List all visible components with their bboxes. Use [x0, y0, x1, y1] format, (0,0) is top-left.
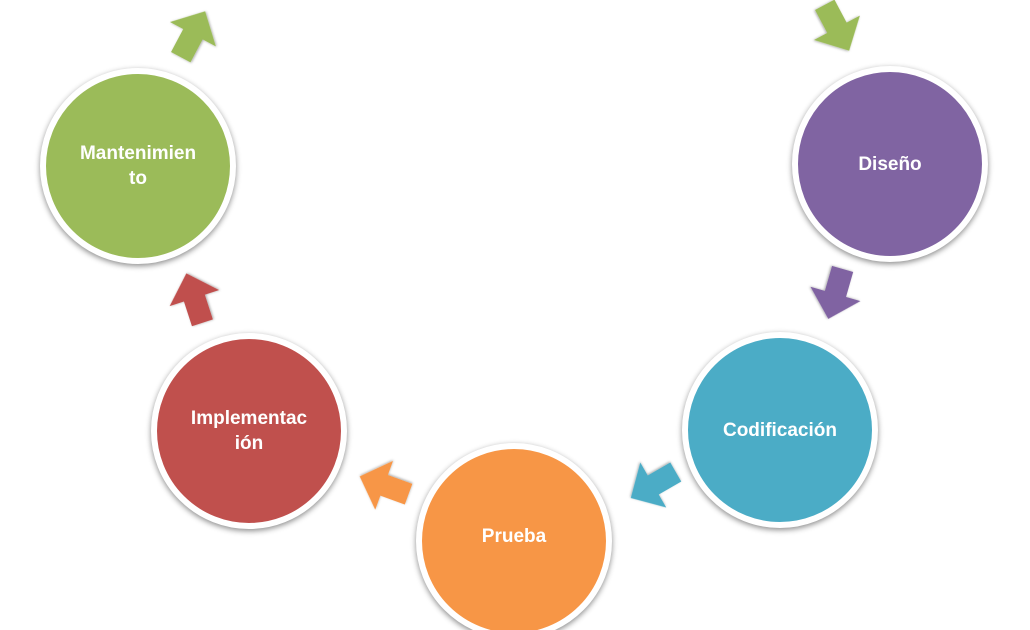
arrow-shape [810, 265, 861, 319]
arrow-shape [630, 462, 682, 508]
arrow-mantenimiento-to-top [169, 11, 216, 63]
arrow-codificacion-to-prueba [630, 462, 682, 508]
node-label: Implementac ión [190, 408, 308, 454]
arrow-prueba-to-implementacion [359, 460, 413, 510]
node-diseno: Diseño [792, 66, 988, 262]
arrow-shape [359, 460, 413, 510]
arrow-implementacion-to-mantenimiento [169, 273, 220, 327]
node-codificacion: Codificación [682, 332, 878, 528]
node-label: Mantenimien to [79, 143, 197, 189]
arrow-shape [169, 11, 216, 63]
arrow-shape [813, 0, 860, 51]
node-prueba: Prueba [416, 443, 612, 630]
node-mantenimiento: Mantenimien to [40, 68, 236, 264]
node-label: Codificación [722, 419, 837, 441]
node-label: Diseño [858, 153, 922, 175]
arrow-diseno-to-codificacion [810, 265, 861, 319]
arrow-top-to-diseno [813, 0, 860, 51]
arrow-shape [169, 273, 220, 327]
node-label: Prueba [481, 525, 547, 547]
node-implementacion: Implementac ión [151, 333, 347, 529]
